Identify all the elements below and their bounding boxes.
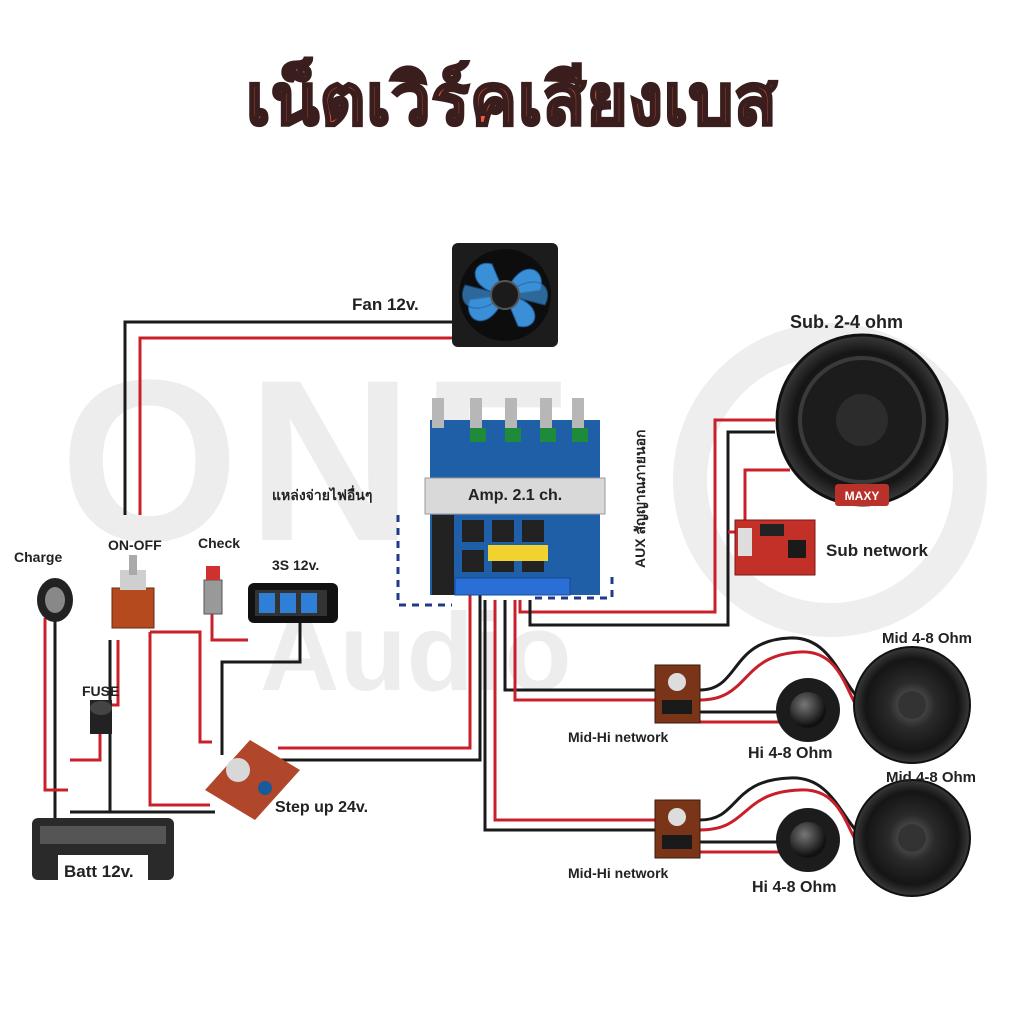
- mid-bottom-label: Mid 4-8 Ohm: [886, 769, 976, 786]
- indicator-wire-black: [220, 622, 302, 755]
- mid-hi-network-top-label: Mid-Hi network: [568, 729, 669, 745]
- aux-box: [535, 575, 614, 600]
- sub-network-label: Sub network: [826, 541, 929, 560]
- sub-wire-black: [528, 430, 775, 627]
- network-top-to-mid-red: [699, 650, 862, 713]
- fuse-wire-red: [70, 730, 102, 762]
- amp-label: Amp. 2.1 ch.: [468, 487, 562, 504]
- network-bottom-to-mid-red: [699, 788, 862, 849]
- stepup-to-amp-black: [278, 595, 482, 762]
- tweeter-bottom-icon: [776, 808, 840, 872]
- tweeter-top-icon: [776, 678, 840, 742]
- sub-label: Sub. 2-4 ohm: [790, 312, 903, 332]
- fuse-label: FUSE: [82, 683, 119, 699]
- midhi-top-wire-red: [513, 600, 655, 702]
- dashed-boxes: [396, 515, 614, 607]
- battery-indicator-icon: [248, 583, 338, 623]
- hi-top-label: Hi 4-8 Ohm: [748, 745, 832, 762]
- page-title: เน็ตเวิร์คเสียงเบส: [245, 59, 779, 141]
- mid-hi-network-top-board: [654, 664, 701, 724]
- aux-label: AUX สัญญาณภายนอก: [632, 430, 649, 568]
- amplifier-board: [424, 398, 606, 596]
- mid-speaker-top-icon: [853, 646, 971, 764]
- fuse-icon: [90, 700, 112, 734]
- battery-indicator-label: 3S 12v.: [272, 557, 319, 573]
- on-off-switch-icon: [111, 555, 155, 629]
- wires: [43, 320, 862, 854]
- fan-label: Fan 12v.: [352, 295, 419, 314]
- step-up-module-icon: [205, 740, 300, 820]
- charge-label: Charge: [14, 549, 62, 565]
- mid-hi-network-bottom-board: [654, 799, 701, 859]
- batt-label: Batt 12v.: [64, 862, 134, 881]
- fan-wire-red: [138, 336, 455, 515]
- mid-top-label: Mid 4-8 Ohm: [882, 630, 972, 647]
- check-button-icon: [203, 566, 223, 615]
- subwoofer-icon: MAXY: [775, 333, 949, 507]
- midhi-bottom-wire-red: [493, 600, 655, 822]
- fan-wire-black: [123, 320, 455, 515]
- sub-network-board: [734, 519, 816, 576]
- mid-speaker-bottom-icon: [853, 779, 971, 897]
- other-power-box: [396, 515, 452, 607]
- network-bottom-to-mid-black: [699, 776, 862, 837]
- on-off-label: ON-OFF: [108, 537, 162, 553]
- switch-to-batt-red: [148, 632, 210, 807]
- subwoofer-brand: MAXY: [845, 489, 880, 503]
- other-power-label: แหล่งจ่ายไฟอื่นๆ: [272, 485, 372, 503]
- step-up-label: Step up 24v.: [275, 799, 368, 816]
- stepup-to-amp-red: [278, 590, 472, 750]
- mid-hi-network-bottom-label: Mid-Hi network: [568, 865, 669, 881]
- midhi-bottom-wire-black: [483, 600, 655, 832]
- midhi-top-wire-black: [503, 600, 655, 692]
- charge-jack-icon: [37, 578, 73, 622]
- batt-label-bg: [58, 855, 148, 885]
- hi-bottom-label: Hi 4-8 Ohm: [752, 879, 836, 896]
- charge-wire-red: [43, 618, 68, 792]
- check-label: Check: [198, 535, 240, 551]
- fan-icon: [452, 243, 558, 347]
- sub-wire-red: [518, 418, 775, 614]
- switch-to-stepup-red: [150, 630, 212, 744]
